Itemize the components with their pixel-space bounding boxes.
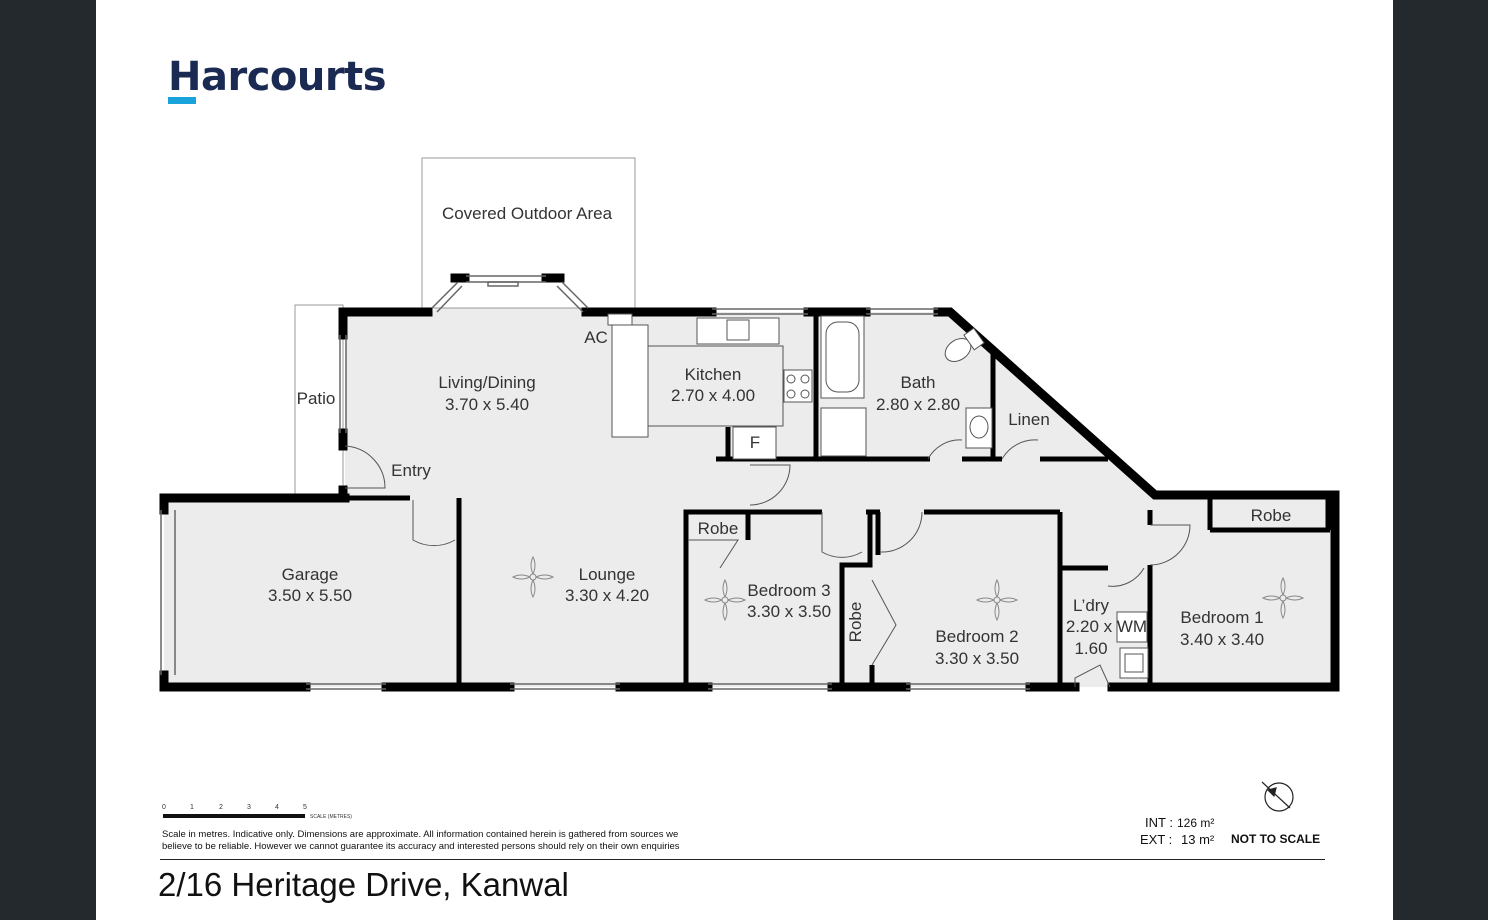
garage-name: Garage [282, 565, 339, 584]
lounge-dims: 3.30 x 4.20 [565, 586, 649, 605]
ext-value: 13 m² [1181, 832, 1215, 847]
scale-tick-4: 4 [275, 804, 279, 811]
scale-tick-3: 3 [247, 804, 251, 811]
compass-icon [1261, 781, 1294, 812]
fridge-label: F [750, 433, 760, 452]
bed3-dims: 3.30 x 3.50 [747, 602, 831, 621]
not-to-scale-label: NOT TO SCALE [1231, 832, 1321, 846]
kitchen-fixtures [607, 313, 813, 460]
living-dims: 3.70 x 5.40 [445, 395, 529, 414]
laundry-fixtures [1116, 611, 1149, 679]
kitchen-dims: 2.70 x 4.00 [671, 386, 755, 405]
disclaimer-line-2: believe to be reliable. However we canno… [162, 841, 680, 852]
scale-tick-2: 2 [219, 804, 223, 811]
wm-label: WM [1117, 617, 1147, 636]
int-value: 126 m² [1177, 816, 1215, 830]
scale-tick-0: 0 [162, 804, 166, 811]
ext-label: EXT : [1140, 832, 1173, 847]
scale-bar: 0 1 2 3 4 5 SCALE (METRES) [162, 804, 352, 820]
patio-area [294, 304, 344, 496]
laundry-dims-2: 1.60 [1074, 639, 1107, 658]
bed1-name: Bedroom 1 [1180, 608, 1263, 627]
logo-underline [168, 97, 196, 104]
laundry-dims-1: 2.20 x [1066, 617, 1113, 636]
bath-fixtures [820, 315, 993, 457]
scale-tick-5: 5 [303, 804, 307, 811]
garage-dims: 3.50 x 5.50 [268, 586, 352, 605]
windows [160, 275, 1030, 690]
bed2-name: Bedroom 2 [935, 627, 1018, 646]
ac-label: AC [584, 328, 608, 347]
int-label: INT : [1145, 815, 1173, 830]
scale-caption: SCALE (METRES) [310, 814, 352, 820]
robe1-label: Robe [1251, 506, 1292, 525]
bed3-name: Bedroom 3 [747, 581, 830, 600]
linen-label: Linen [1008, 410, 1050, 429]
harcourts-logo: Harcourts [168, 54, 387, 100]
footer-divider [160, 859, 1325, 860]
walls [159, 273, 1340, 692]
property-address: 2/16 Heritage Drive, Kanwal [158, 866, 569, 903]
kitchen-name: Kitchen [685, 365, 742, 384]
robe2-label: Robe [846, 602, 865, 643]
ceiling-fans [511, 555, 1305, 622]
disclaimer-line-1: Scale in metres. Indicative only. Dimens… [162, 829, 679, 840]
bath-dims: 2.80 x 2.80 [876, 395, 960, 414]
living-name: Living/Dining [438, 373, 535, 392]
patio-label: Patio [297, 389, 336, 408]
outdoor-label: Covered Outdoor Area [442, 204, 613, 223]
scale-tick-1: 1 [190, 804, 194, 811]
bed2-dims: 3.30 x 3.50 [935, 649, 1019, 668]
bath-name: Bath [901, 373, 936, 392]
laundry-name: L’dry [1073, 596, 1109, 615]
bed1-dims: 3.40 x 3.40 [1180, 630, 1264, 649]
doors [344, 439, 1191, 688]
lounge-name: Lounge [579, 565, 636, 584]
robe3-label: Robe [698, 519, 739, 538]
entry-label: Entry [391, 461, 431, 480]
